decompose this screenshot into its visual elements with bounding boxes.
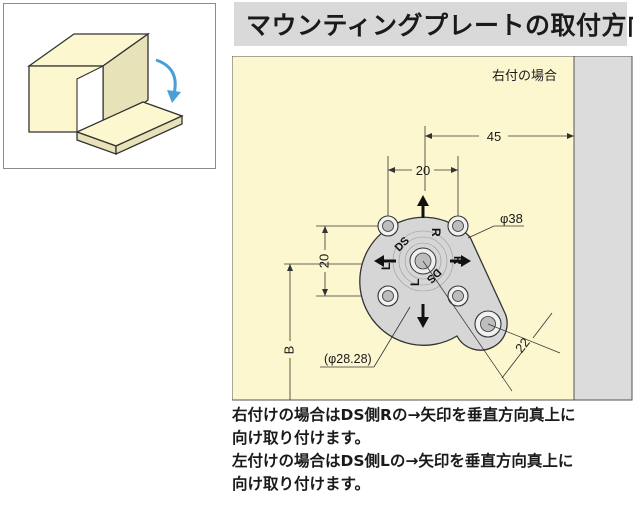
cabinet-illustration <box>26 32 184 156</box>
dim-45-label: 45 <box>487 129 501 144</box>
dimension-phi38: φ38 <box>467 211 524 239</box>
dim-phi38-label: φ38 <box>500 211 523 226</box>
arrow-down-L-icon <box>417 304 429 328</box>
mounting-thumbnail <box>3 3 216 169</box>
cabinet-wall <box>573 56 633 401</box>
screw-hole-bl <box>377 285 399 307</box>
dimension-22: 22 <box>422 260 561 392</box>
screw-hole-tr <box>447 215 469 237</box>
instruction-caption: 右付けの場合はDS側Rの→矢印を垂直方向真上に 向け取り付けます。 左付けの場合… <box>232 404 632 496</box>
mounting-plate: R R L L DS DS <box>359 195 508 351</box>
rotate-arrowhead-icon <box>167 90 181 103</box>
arrow-up-R-icon <box>417 195 429 218</box>
dim-phi2828-label: (φ28.28) <box>324 352 372 366</box>
mounting-plate-drawing: 右付の場合 45 20 20 B <box>232 56 633 401</box>
mark-R-top: R <box>429 228 443 237</box>
dim-20-left-label: 20 <box>316 254 331 268</box>
rotate-arrow-icon <box>155 58 177 95</box>
arrow-right-R-icon <box>450 255 471 267</box>
caption-line-3: 左付けの場合はDS側Lの→矢印を垂直方向真上に <box>232 452 574 470</box>
mark-L-left: L <box>379 263 393 270</box>
dim-20-top-label: 20 <box>416 163 430 178</box>
caption-line-4: 向け取り付けます。 <box>232 475 370 493</box>
corner-label: 右付の場合 <box>492 68 557 83</box>
dim-B-label: B <box>281 346 296 355</box>
mark-R-right: R <box>451 256 465 265</box>
dimension-20-left: 20 <box>316 225 382 297</box>
caption-line-1: 右付けの場合はDS側Rの→矢印を垂直方向真上に <box>232 406 576 424</box>
caption-line-2: 向け取り付けます。 <box>232 429 370 447</box>
dimension-B: B <box>281 263 402 400</box>
mark-L-bottom: L <box>408 279 422 286</box>
dimension-phi2828: (φ28.28) <box>320 306 411 368</box>
arrow-left-L-icon <box>374 255 396 267</box>
page-title: マウンティングプレートの取付方向 <box>246 11 633 40</box>
dimension-20-top: 20 <box>387 156 459 224</box>
dimension-45: 45 <box>424 126 574 191</box>
section-title-bar: マウンティングプレートの取付方向 <box>234 2 633 46</box>
screw-hole-br <box>447 285 469 307</box>
screw-hole-tl <box>377 215 399 237</box>
